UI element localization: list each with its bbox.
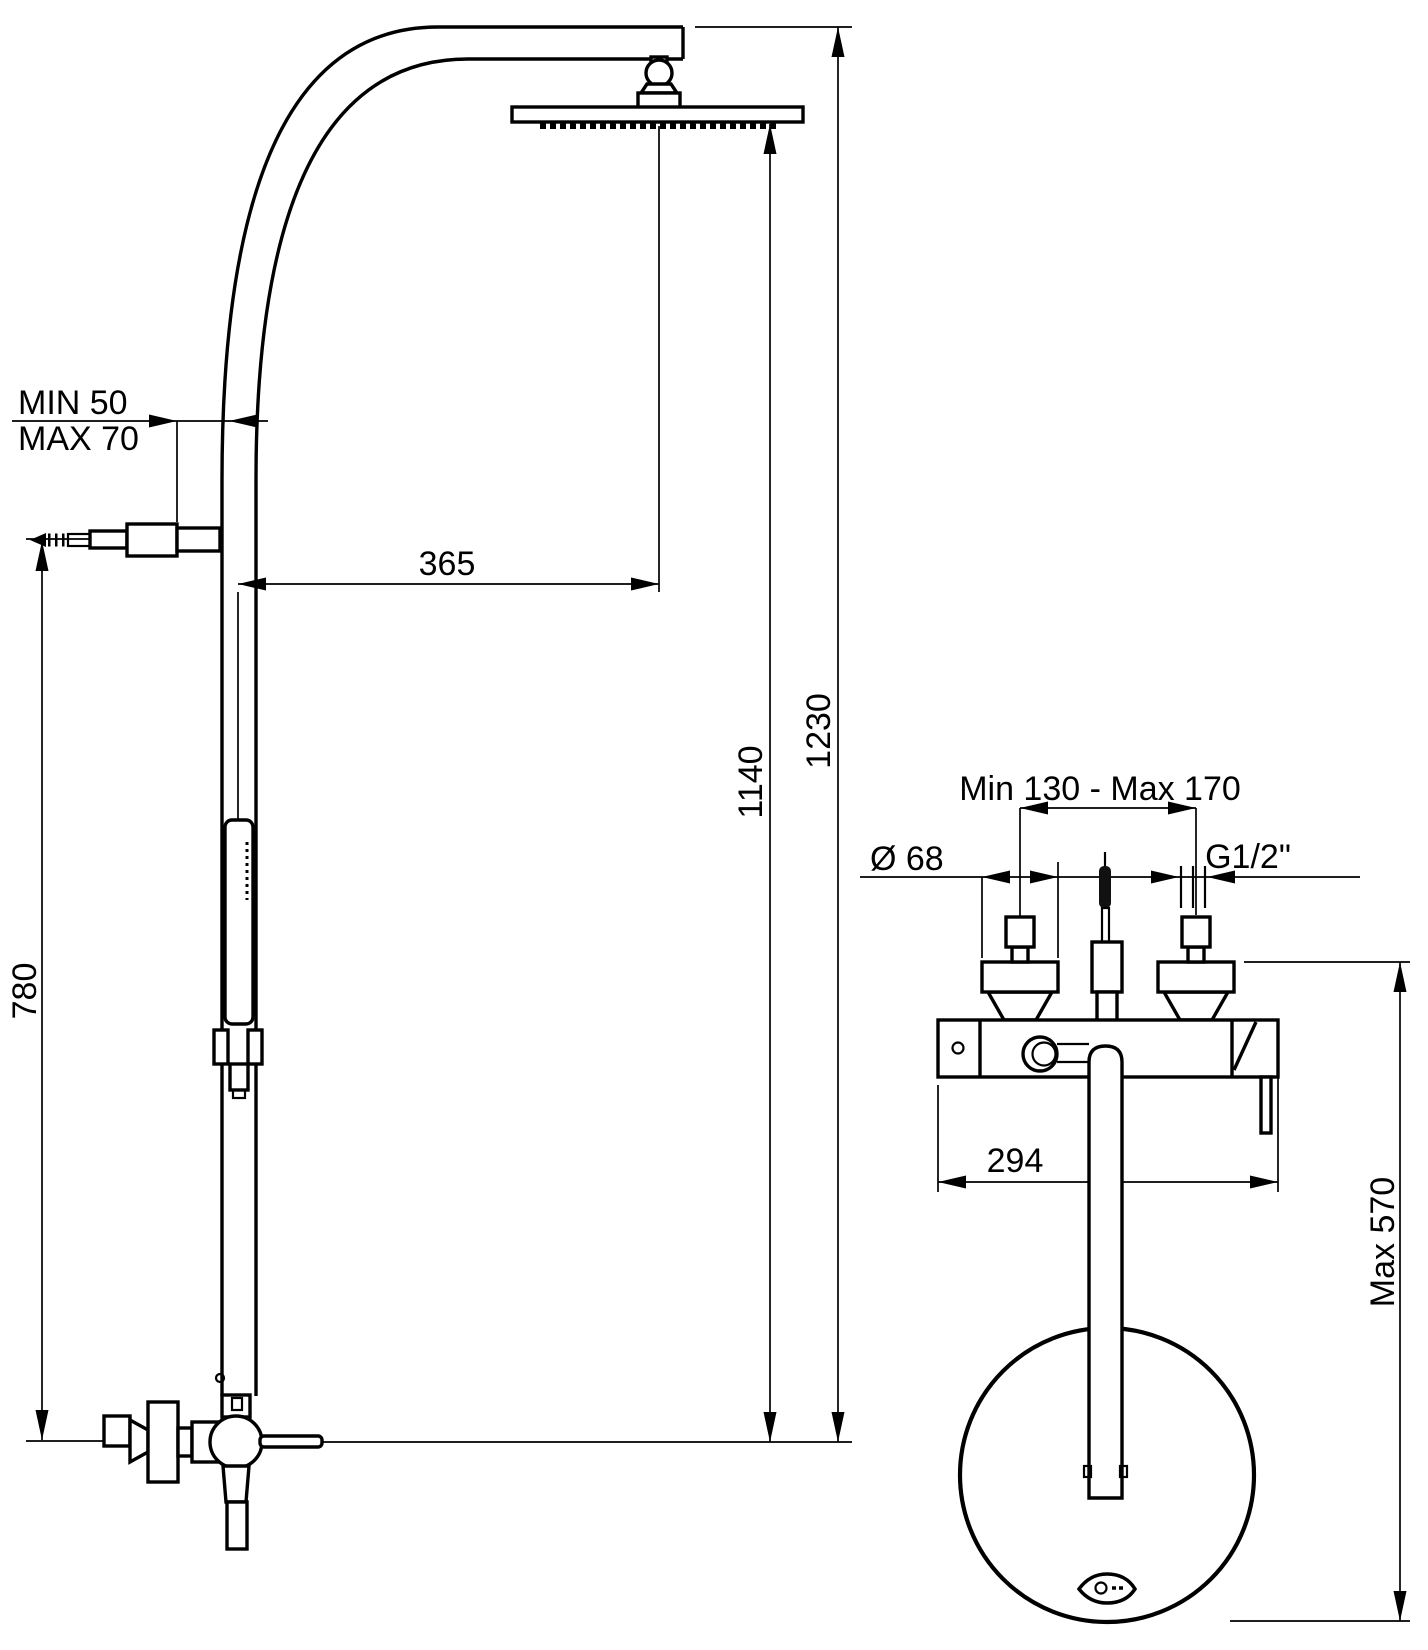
valve-step bbox=[176, 1426, 194, 1458]
arrow-right-icon bbox=[1151, 870, 1179, 884]
dim-label-294: 294 bbox=[987, 1142, 1044, 1180]
bracket-collar bbox=[175, 526, 222, 553]
diverter-valve bbox=[102, 1372, 324, 1551]
arrow-left-icon bbox=[1020, 801, 1048, 815]
badge-swirl-icon bbox=[1094, 1581, 1108, 1595]
bracket-pipe bbox=[88, 529, 129, 550]
outlet-pipe bbox=[225, 1500, 249, 1551]
stem-left bbox=[1010, 945, 1030, 964]
funnel-right bbox=[1161, 990, 1231, 1022]
knob-left bbox=[1004, 915, 1036, 949]
arrow-left-icon bbox=[982, 870, 1010, 884]
wand-handle-cap bbox=[231, 1088, 247, 1100]
ball-joint bbox=[644, 58, 674, 88]
flange-left bbox=[980, 960, 1060, 994]
dim-label-diameter-68: Ø 68 bbox=[870, 840, 944, 878]
pipe-outline bbox=[1087, 1044, 1124, 1500]
handle-edge bbox=[1232, 1021, 1258, 1071]
arrow-right-icon bbox=[1168, 801, 1196, 815]
supply-connectors bbox=[980, 915, 1236, 1022]
cartridge-housing bbox=[1090, 940, 1124, 994]
bracket-block bbox=[125, 522, 179, 558]
overhead-shower bbox=[510, 55, 805, 129]
dimension-head-offset: 365 bbox=[238, 126, 660, 592]
arrow-right-icon bbox=[1250, 1175, 1278, 1189]
arrow-down-icon bbox=[35, 1410, 49, 1440]
mixer-view: Min 130 - Max 170 Ø 68 G1/2" 294 bbox=[860, 770, 1410, 1625]
dim-label-max570: Max 570 bbox=[1364, 1177, 1402, 1307]
riser-and-arm bbox=[220, 25, 685, 1396]
arrow-right-icon bbox=[1030, 870, 1058, 884]
valve-ball bbox=[208, 1414, 264, 1470]
dim-label-max70: MAX 70 bbox=[18, 420, 139, 458]
dimension-height-to-head: 1140 bbox=[732, 124, 777, 1442]
pipe-nub-left bbox=[1082, 1464, 1093, 1479]
stem-right bbox=[1186, 945, 1206, 964]
down-pipe bbox=[1082, 1044, 1129, 1500]
dim-label-365: 365 bbox=[419, 545, 476, 583]
shower-column-view: 1230 1140 780 MIN 50 MAX 70 bbox=[6, 25, 852, 1551]
port-inner-circle bbox=[1031, 1041, 1057, 1067]
arrow-up-icon bbox=[35, 541, 49, 571]
valve-flange bbox=[146, 1400, 180, 1484]
dim-label-780: 780 bbox=[6, 963, 44, 1020]
dim-label-1230: 1230 bbox=[800, 693, 838, 769]
brand-badge bbox=[1076, 1572, 1138, 1605]
arrow-left-icon bbox=[238, 577, 266, 591]
hand-shower-wand bbox=[223, 818, 255, 1026]
set-screw-dot bbox=[214, 1372, 226, 1384]
port-outer-circle bbox=[1021, 1035, 1059, 1073]
arrow-down-icon bbox=[763, 1412, 777, 1442]
funnel-left bbox=[985, 990, 1055, 1022]
valve-lever bbox=[258, 1434, 324, 1449]
shower-head-plate bbox=[510, 105, 805, 124]
valve-top-notch bbox=[230, 1396, 244, 1412]
dimension-hose-drop: Max 570 bbox=[1230, 961, 1410, 1622]
dim-label-g12: G1/2" bbox=[1205, 838, 1291, 876]
holder-tab-left bbox=[212, 1028, 230, 1066]
screw-shaft bbox=[66, 532, 92, 548]
dim-label-min130-max170: Min 130 - Max 170 bbox=[959, 770, 1241, 808]
probe-head bbox=[1099, 866, 1111, 908]
body-screw bbox=[951, 1041, 965, 1055]
arrow-right-icon bbox=[149, 414, 177, 428]
hand-shower bbox=[212, 818, 264, 1100]
arrow-up-icon bbox=[1393, 962, 1407, 992]
arrow-left-icon bbox=[1207, 870, 1235, 884]
pipe-nub-right bbox=[1118, 1464, 1129, 1479]
dimension-bracket-height: 780 bbox=[6, 538, 104, 1442]
arrow-left-icon bbox=[938, 1175, 966, 1189]
supply-cone bbox=[128, 1417, 150, 1465]
arrow-down-icon bbox=[831, 1412, 845, 1442]
probe-stem bbox=[1100, 906, 1111, 944]
wall-supply-square bbox=[102, 1414, 132, 1448]
dimension-wall-offset: MIN 50 MAX 70 bbox=[12, 384, 268, 522]
arrow-right-icon bbox=[631, 577, 659, 591]
screw-tip-icon bbox=[30, 533, 46, 547]
dim-label-1140: 1140 bbox=[732, 745, 770, 818]
wall-bracket bbox=[30, 522, 222, 558]
knob-right bbox=[1180, 915, 1212, 949]
holder-tab-right bbox=[246, 1028, 264, 1066]
arm-inner-edge bbox=[254, 57, 683, 1396]
arm-outer-edge bbox=[220, 25, 683, 1396]
outlet-cone bbox=[221, 1464, 251, 1504]
dimension-supply-centers: Min 130 - Max 170 bbox=[959, 770, 1241, 950]
handle-stick bbox=[1259, 1075, 1273, 1135]
cartridge-and-probe bbox=[1090, 852, 1124, 1047]
arrow-up-icon bbox=[763, 124, 777, 154]
dim-label-min50: MIN 50 bbox=[18, 384, 128, 422]
dimension-overall-height: 1230 bbox=[695, 26, 852, 1442]
arrow-down-icon bbox=[1393, 1591, 1407, 1621]
arrow-up-icon bbox=[831, 27, 845, 57]
flange-right bbox=[1156, 960, 1236, 994]
wand-handle-end bbox=[228, 1062, 250, 1092]
arrow-left-icon bbox=[229, 414, 257, 428]
